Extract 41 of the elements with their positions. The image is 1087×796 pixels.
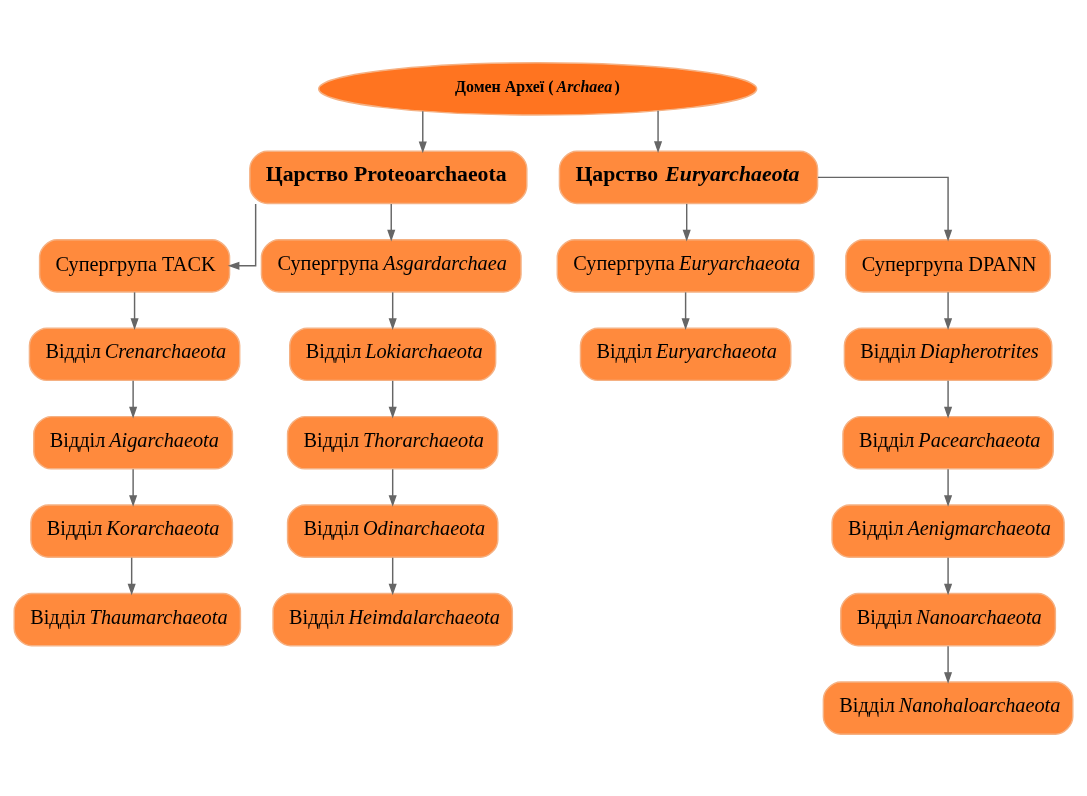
- node-box: Відділ Nanoarchaeota: [840, 592, 1057, 646]
- arrow: [388, 556, 397, 595]
- arrow: [130, 291, 139, 330]
- arrow: [387, 202, 396, 241]
- node-box: Відділ Aenigmarchaeota: [831, 503, 1065, 558]
- node-box: Відділ Aigarchaeota: [33, 415, 234, 470]
- arrow: [681, 291, 690, 330]
- arrow: [817, 176, 953, 241]
- arrow: [654, 109, 663, 153]
- arrow: [944, 379, 953, 418]
- arrow: [682, 202, 691, 241]
- arrow: [418, 110, 427, 153]
- arrow: [129, 379, 138, 418]
- node-box: Відділ Thorarchaeota: [286, 415, 499, 470]
- arrow: [388, 291, 397, 330]
- node-box: Царство Euryarchaeota: [558, 150, 819, 204]
- node-box: Відділ Pacearchaeota: [842, 415, 1054, 470]
- arrow: [944, 644, 953, 684]
- node-box: Відділ Diapherotrites: [843, 326, 1053, 381]
- node-box: Супергрупа DPANN: [845, 238, 1052, 293]
- node-box: Супергрупа Euryarchaeota: [556, 238, 815, 293]
- arrow: [127, 556, 136, 595]
- node-box: Супергрупа TACK: [38, 238, 231, 293]
- arrow: [388, 379, 397, 418]
- arrow: [129, 468, 138, 507]
- node-box: Супергрупа Asgardarchaea: [260, 238, 522, 293]
- arrow: [227, 202, 257, 270]
- arrow: [388, 468, 397, 507]
- node-box: Відділ Nanohaloarchaeota: [822, 680, 1074, 735]
- node-box: Відділ Euryarchaeota: [579, 326, 792, 381]
- node-box: Відділ Crenarchaeota: [28, 326, 241, 381]
- node-box: Відділ Lokiarchaeota: [289, 326, 497, 381]
- arrow: [944, 556, 953, 595]
- node-box: Відділ Korarchaeota: [30, 503, 234, 558]
- arrow: [944, 468, 953, 507]
- node-ellipse: Домен Археї (Archaea): [318, 61, 758, 116]
- node-box: Відділ Thaumarchaeota: [13, 592, 242, 646]
- node-box: Відділ Odinarchaeota: [286, 503, 499, 558]
- node-box: Царство Proteoarchaeota: [249, 150, 528, 204]
- arrow: [944, 291, 953, 330]
- node-box: Відділ Heimdalarchaeota: [272, 592, 514, 646]
